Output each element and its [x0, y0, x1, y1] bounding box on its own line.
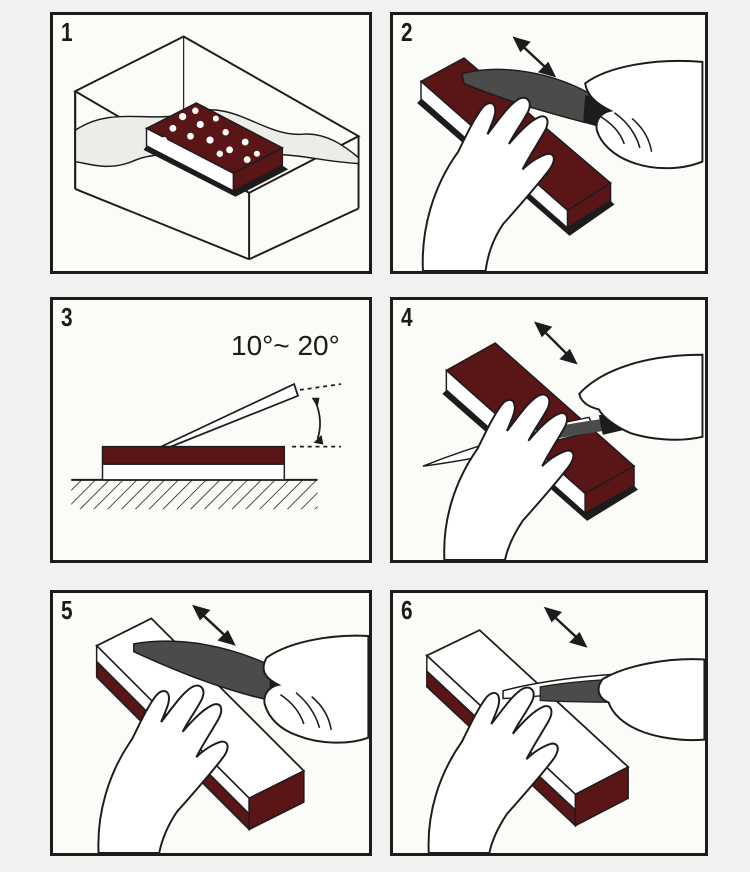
soaking-stone-illustration: [73, 35, 361, 261]
angle-diagram: [71, 382, 342, 510]
sharpening-white-side-illustration: [95, 604, 369, 853]
left-hand: [427, 686, 559, 853]
stone-side: [248, 769, 305, 831]
right-hand: [262, 634, 369, 744]
sharpening-tip-white-side-illustration: [425, 606, 705, 853]
stone-side: [574, 765, 629, 827]
left-hand: [421, 96, 555, 271]
stone-base-layer: [101, 463, 286, 481]
right-hand: [584, 59, 704, 170]
step-6-panel: 6: [390, 590, 708, 856]
step-1-panel: 1: [50, 12, 372, 274]
work-surface: [71, 479, 318, 510]
step-number: 5: [61, 595, 73, 625]
step-number: 6: [401, 595, 413, 625]
step-3-panel: 3 10°~ 20°: [50, 297, 372, 563]
sharpening-illustration: [417, 36, 704, 271]
back-and-forth-arrow: [192, 604, 236, 646]
step-number: 3: [61, 302, 73, 332]
step-number: 2: [401, 17, 413, 47]
step-number: 4: [401, 302, 413, 332]
step-5-panel: 5: [50, 590, 372, 856]
stone-shadow: [143, 145, 289, 197]
step-4-panel: 4: [390, 297, 708, 563]
back-and-forth-arrow: [533, 321, 578, 365]
step-2-panel: 2: [390, 12, 708, 274]
left-hand: [97, 684, 229, 853]
left-hand: [443, 393, 575, 560]
air-bubbles: [161, 107, 260, 164]
angle-arc: [314, 401, 321, 440]
knife-blade: [160, 382, 300, 448]
right-hand: [578, 353, 704, 441]
back-and-forth-arrow: [512, 36, 557, 78]
right-hand: [597, 658, 705, 742]
sharpening-tip-illustration: [422, 321, 704, 560]
angle-range-label: 10°~ 20°: [231, 330, 340, 361]
step-number: 1: [61, 17, 73, 47]
stone-top-layer: [101, 445, 286, 465]
back-and-forth-arrow: [543, 606, 588, 648]
